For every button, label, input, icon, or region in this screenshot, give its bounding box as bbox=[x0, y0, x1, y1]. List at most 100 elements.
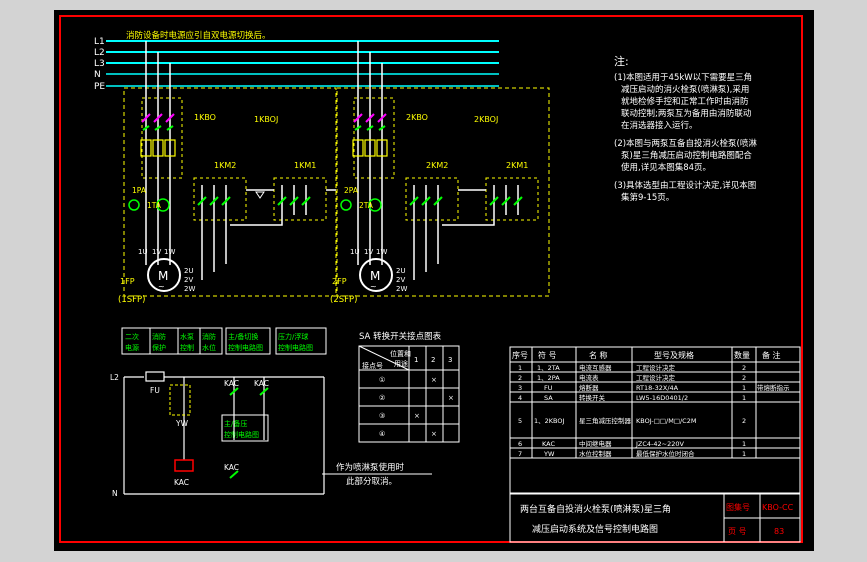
bus-labels: L1 L2 L3 N PE bbox=[94, 37, 105, 92]
svg-text:1V: 1V bbox=[152, 248, 161, 256]
svg-text:1、2TA: 1、2TA bbox=[537, 364, 560, 372]
svg-text:2U: 2U bbox=[184, 267, 194, 275]
function-box-3-line1: 水泵 bbox=[180, 332, 194, 341]
svg-text:SA: SA bbox=[544, 394, 553, 402]
contactor-delta-label-1: 1KM1 bbox=[294, 161, 316, 170]
contactor-star-label-1: 1KM2 bbox=[214, 161, 236, 170]
svg-text:1U: 1U bbox=[350, 248, 360, 256]
page-label: 页 号 bbox=[728, 527, 747, 536]
protect-label-2: 2FP bbox=[332, 277, 347, 286]
svg-text:4: 4 bbox=[518, 394, 522, 402]
control-remark-line1: 作为喷淋泵使用时 bbox=[336, 462, 405, 473]
notes: 注: (1)本图适用于45kW以下需要星三角 减压启动的消火栓泵(喷淋泵),采用… bbox=[614, 54, 757, 203]
svg-text:电流互感器: 电流互感器 bbox=[579, 363, 612, 372]
protect-label-1: 1FP bbox=[120, 277, 135, 286]
circuit-2: 2KBO 2KBOJ 2PA 2TA 2KM2 2KM1 M bbox=[330, 41, 550, 305]
yw-label: YW bbox=[175, 419, 189, 428]
svg-text:×: × bbox=[448, 394, 454, 402]
bom-header-qty: 数量 bbox=[734, 350, 750, 360]
svg-text:KAC: KAC bbox=[542, 440, 555, 448]
svg-text:工程设计决定: 工程设计决定 bbox=[636, 363, 676, 372]
bus-bars bbox=[106, 40, 499, 87]
svg-text:2: 2 bbox=[518, 374, 522, 382]
controller-label-2: 2KBOJ bbox=[474, 115, 498, 124]
ammeter-label-1: 1PA bbox=[132, 186, 147, 195]
bom-table: 序号 符 号 名 称 型号及规格 数量 备 注 1 1、2TA 电流互感器 工程… bbox=[509, 346, 801, 494]
svg-text:1: 1 bbox=[742, 394, 746, 402]
page-value: 83 bbox=[774, 527, 784, 536]
svg-text:6: 6 bbox=[518, 440, 522, 448]
svg-text:1V: 1V bbox=[364, 248, 373, 256]
kac-contact-label-2: KAC bbox=[254, 379, 269, 388]
svg-text:2W: 2W bbox=[396, 285, 407, 293]
control-n-label: N bbox=[112, 489, 118, 498]
svg-text:工程设计决定: 工程设计决定 bbox=[636, 373, 676, 382]
function-box-6-line2: 控制电路图 bbox=[278, 343, 313, 352]
svg-text:JZC4-42~220V: JZC4-42~220V bbox=[635, 440, 685, 448]
motor-label-2: M bbox=[370, 269, 380, 283]
sa-table: SA 转换开关接点图表 位置和 用途 接点号 1 2 3 ① × ② × ③ ×… bbox=[358, 331, 460, 443]
svg-text:在消选器接入运行。: 在消选器接入运行。 bbox=[621, 120, 698, 131]
bus-label-l2: L2 bbox=[94, 48, 105, 58]
function-box-7-line2: 控制电路图 bbox=[224, 430, 259, 439]
svg-text:1、2PA: 1、2PA bbox=[537, 374, 560, 382]
control-circuit bbox=[123, 371, 325, 495]
controller-label-1: 1KBOJ bbox=[254, 115, 278, 124]
sa-table-title: SA 转换开关接点图表 bbox=[359, 331, 442, 342]
atlas-label: 图集号 bbox=[726, 502, 750, 512]
svg-text:LW5-16D0401/2: LW5-16D0401/2 bbox=[636, 394, 688, 402]
svg-text:KBOJ-□□/M□/C2M: KBOJ-□□/M□/C2M bbox=[636, 417, 696, 425]
svg-text:(3)具体选型由工程设计决定,详见本图: (3)具体选型由工程设计决定,详见本图 bbox=[614, 180, 756, 191]
svg-text:(2)本图与两泵互备自投消火栓泵(喷淋: (2)本图与两泵互备自投消火栓泵(喷淋 bbox=[614, 138, 757, 149]
contactor-delta-label-2: 2KM1 bbox=[506, 161, 528, 170]
svg-text:就地检修手控和正常工作时由消防: 就地检修手控和正常工作时由消防 bbox=[621, 96, 749, 107]
svg-text:最低保护水位时闭合: 最低保护水位时闭合 bbox=[636, 449, 695, 458]
bom-header-remark: 备 注 bbox=[762, 350, 781, 360]
function-box-7-line1: 主/备压 bbox=[224, 419, 247, 428]
svg-text:转换开关: 转换开关 bbox=[579, 393, 606, 402]
ammeter-label-2: 2PA bbox=[344, 186, 359, 195]
notes-title: 注: bbox=[614, 54, 629, 68]
svg-text:7: 7 bbox=[518, 450, 522, 458]
svg-text:③: ③ bbox=[379, 412, 385, 420]
svg-text:FU: FU bbox=[544, 384, 553, 392]
schematic-drawing: L1 L2 L3 N PE 消防设备时电源应引自双电源切换后。 bbox=[54, 10, 814, 551]
svg-text:2V: 2V bbox=[396, 276, 405, 284]
control-l2-label: L2 bbox=[110, 373, 119, 382]
contactor-star-label-2: 2KM2 bbox=[426, 161, 448, 170]
bom-header-model: 型号及规格 bbox=[654, 350, 694, 360]
svg-text:1W: 1W bbox=[376, 248, 387, 256]
function-box-2-line2: 保护 bbox=[152, 343, 166, 352]
breaker-label-2: 2KBO bbox=[406, 113, 428, 122]
kac-contact-label-1: KAC bbox=[224, 379, 239, 388]
function-boxes bbox=[121, 327, 327, 442]
pump-label-2: (2SFP) bbox=[330, 295, 357, 305]
svg-text:1: 1 bbox=[742, 440, 746, 448]
control-remark-line2: 此部分取消。 bbox=[346, 476, 397, 487]
function-box-3-line2: 控制 bbox=[180, 343, 194, 352]
bus-label-l1: L1 bbox=[94, 37, 105, 47]
svg-text:RT18-32X/4A: RT18-32X/4A bbox=[636, 384, 679, 392]
svg-text:×: × bbox=[414, 412, 420, 420]
svg-text:②: ② bbox=[379, 394, 385, 402]
breaker-label-1: 1KBO bbox=[194, 113, 216, 122]
bus-label-l3: L3 bbox=[94, 59, 105, 69]
svg-text:水位控制器: 水位控制器 bbox=[579, 449, 612, 458]
atlas-value: KBO-CC bbox=[762, 503, 794, 512]
function-box-1-line1: 二次 bbox=[125, 332, 139, 341]
ct-label-2: 2TA bbox=[359, 201, 374, 210]
svg-text:2: 2 bbox=[742, 374, 746, 382]
circuit-1: 1KBO 1KBOJ 1PA 1TA 1KM2 1KM1 bbox=[118, 41, 337, 305]
bus-label-pe: PE bbox=[94, 82, 105, 92]
svg-text:联动控制;两泵互为备用由消防联动: 联动控制;两泵互为备用由消防联动 bbox=[621, 108, 752, 119]
ct-label-1: 1TA bbox=[147, 201, 162, 210]
svg-text:减压启动的消火栓泵(喷淋泵),采用: 减压启动的消火栓泵(喷淋泵),采用 bbox=[621, 84, 749, 95]
svg-text:YW: YW bbox=[543, 450, 555, 458]
svg-text:3: 3 bbox=[448, 356, 452, 364]
svg-text:1: 1 bbox=[742, 384, 746, 392]
bom-header-symbol: 符 号 bbox=[538, 350, 557, 360]
svg-text:5: 5 bbox=[518, 417, 522, 425]
svg-text:带熔断指示: 带熔断指示 bbox=[757, 383, 790, 392]
svg-text:1: 1 bbox=[742, 450, 746, 458]
svg-text:1、2KBOJ: 1、2KBOJ bbox=[534, 417, 564, 425]
